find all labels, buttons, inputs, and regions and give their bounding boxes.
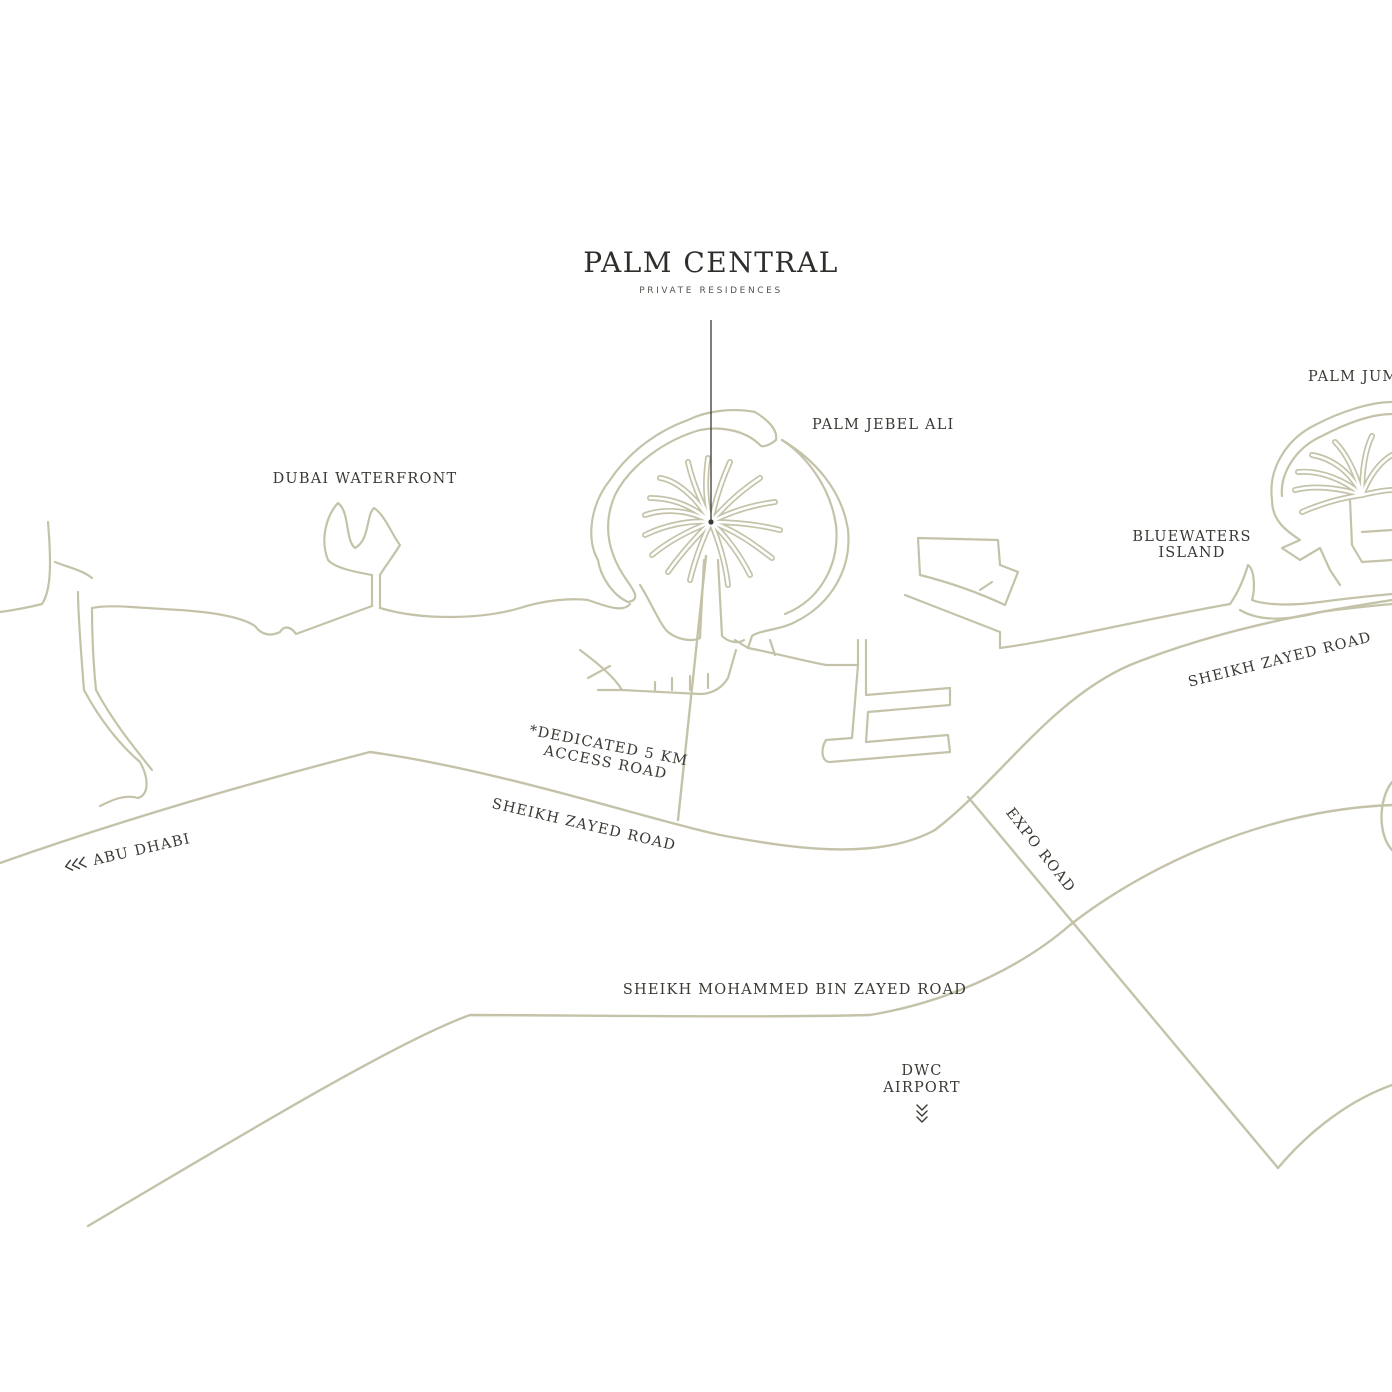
label-sheikh-zayed-road-right: SHEIKH ZAYED ROAD bbox=[1187, 630, 1374, 691]
label-abu-dhabi: ABU DHABI bbox=[90, 831, 192, 869]
sheikh-zayed-road bbox=[0, 598, 1392, 865]
double-chevron-down-icon bbox=[916, 1104, 928, 1123]
label-sheikh-zayed-road-left: SHEIKH ZAYED ROAD bbox=[490, 796, 677, 854]
palm-jebel-ali-fronds bbox=[642, 455, 783, 588]
dwc-ring-road bbox=[1276, 1083, 1392, 1170]
label-bluewaters-line1: BLUEWATERS bbox=[1132, 529, 1251, 545]
double-chevron-left-icon bbox=[64, 856, 87, 871]
abu-dhabi-direction: ABU DHABI bbox=[64, 831, 192, 871]
label-mbz-road: SHEIKH MOHAMMED BIN ZAYED ROAD bbox=[623, 982, 967, 998]
small-road-arc bbox=[1380, 780, 1392, 852]
label-dwc-line2: AIRPORT bbox=[882, 1080, 961, 1096]
label-palm-jebel-ali: PALM JEBEL ALI bbox=[812, 417, 955, 433]
sheikh-mohammed-bin-zayed-road bbox=[86, 803, 1392, 1228]
location-pin-dot bbox=[708, 519, 714, 525]
coastline bbox=[0, 400, 1392, 808]
palm-jumeirah-fronds bbox=[1292, 433, 1392, 515]
brand-subtitle: PRIVATE RESIDENCES bbox=[639, 286, 783, 296]
label-palm-jumeirah: PALM JUMEIRAH bbox=[1308, 369, 1392, 385]
brand-title: PALM CENTRAL bbox=[583, 246, 839, 279]
label-dwc-line1: DWC bbox=[901, 1063, 942, 1079]
expo-road bbox=[966, 795, 1280, 1170]
label-bluewaters-line2: ISLAND bbox=[1158, 545, 1225, 561]
label-dubai-waterfront: DUBAI WATERFRONT bbox=[273, 471, 458, 487]
